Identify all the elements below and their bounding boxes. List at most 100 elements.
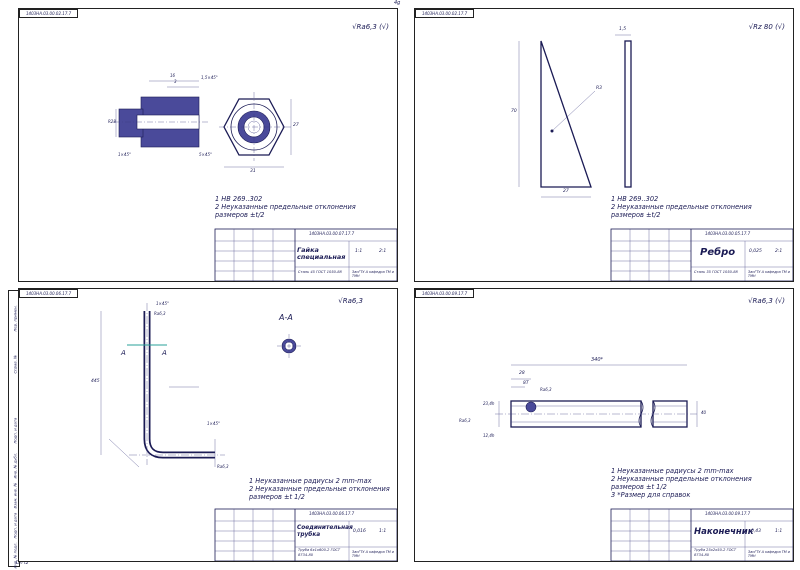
side-label: Пер. примен. — [12, 305, 18, 332]
title-block-name: Соединительная трубка — [297, 525, 353, 538]
title-block-mass: 0,025 — [749, 249, 762, 254]
tech-notes: 1 НВ 269..302 2 Неуказанные предельные о… — [215, 195, 356, 219]
tech-notes: 1 Неуказанные радиусы 2 mm-max 2 Неуказа… — [611, 467, 752, 499]
dim-label: 27 — [563, 189, 569, 194]
cut-mark: А — [121, 349, 126, 357]
roughness-value: Ra6,3 — [752, 297, 773, 305]
side-label: Подп. и дата — [12, 417, 18, 444]
note-line: размеров ±t/2 — [611, 211, 661, 219]
tip-drawing — [495, 364, 793, 561]
title-block — [610, 508, 793, 561]
dim-label: 3 — [174, 79, 177, 84]
tube-bent-view — [100, 303, 225, 468]
rib-thickness-view — [615, 34, 632, 188]
note-line: 2 Неуказанные предельные отклонения — [611, 203, 752, 211]
title-block-name: Ребро — [700, 247, 736, 258]
dim-label: R3 — [596, 86, 602, 91]
dim-label: Ra6,3 — [459, 418, 471, 423]
note-line: 1 НВ 269..302 — [611, 195, 659, 203]
side-label: Справ. № — [12, 355, 18, 374]
sheet-stamp-code: 1403НА.03.00.09.17.7 — [415, 289, 475, 298]
sheet-stamp-code: 1403НА.03.00.06.17.7 — [19, 289, 79, 298]
dim-label: 27 — [293, 123, 299, 128]
title-block-org: ЗапГТУ А кафедра ТМ и ТМН — [748, 270, 791, 278]
title-block-code: 1403НА.03.00.05.17.7 — [705, 231, 751, 236]
note-line: 1 Неуказанные радиусы 2 mm-max — [249, 477, 372, 485]
title-block-scale: 2:1 — [379, 249, 387, 254]
title-block — [214, 508, 397, 561]
drawing-sheet-tube: 1403НА.03.00.06.17.7 √Ra6,3 — [18, 288, 398, 562]
title-block-mass: 0,016 — [353, 529, 366, 534]
note-line: 1 НВ 269..302 — [215, 195, 263, 203]
title-block-scale: 2:1 — [775, 249, 783, 254]
tube-drawing — [100, 303, 397, 561]
rib-drawing — [518, 34, 793, 281]
title-block-org: ЗапГТУ А кафедра ТМ и ТМН — [748, 550, 791, 558]
note-line: 3 *Размер для справок — [611, 491, 691, 499]
roughness-value: Ra6,3 — [356, 23, 377, 31]
dim-label: R28 — [108, 119, 116, 124]
dim-label: 12,4h — [483, 433, 495, 438]
title-block — [610, 228, 793, 281]
note-line: размеров ±t 1/2 — [249, 493, 305, 501]
nut-drawing — [114, 80, 397, 281]
title-block-mass: 0,43 — [751, 529, 762, 534]
cut-mark: А — [162, 349, 167, 357]
title-block-code: 1403НА.03.00.06.17.7 — [309, 511, 355, 516]
title-block-material: Сталь 35 ГОСТ 1050-88 — [694, 270, 738, 274]
roughness-value: Rz 80 — [753, 23, 773, 31]
dim-label: 1×45° — [118, 152, 131, 157]
title-block-name: Наконечник — [694, 527, 754, 537]
tip-tube-view — [495, 364, 698, 428]
title-block-scale: 1:1 — [379, 529, 387, 534]
dim-label: 445 — [91, 379, 100, 384]
title-block-code: 1403НА.03.00.09.17.7 — [705, 511, 751, 516]
roughness-mark: √Rz 80 (√) — [748, 23, 785, 31]
dim-label: 28 — [519, 371, 525, 376]
title-block-code: 1403НА.03.00.07.17.7 — [309, 231, 355, 236]
bottom-left-mark: Drl t2 — [16, 561, 29, 566]
title-block-material: Сталь 45 ГОСТ 1050-88 — [298, 270, 342, 274]
title-block-org: ЗапГТУ А кафедра ТМ и ТМН — [352, 550, 395, 558]
dim-label: 40 — [701, 410, 707, 415]
dim-label: Ra6,3 — [540, 387, 552, 392]
dim-label: 1,5×45° — [201, 75, 218, 80]
dim-label: 5×45° — [199, 152, 212, 157]
drawing-sheet-rib: 1403НА.03.00.02.17.7 √Rz 80 (√) — [414, 8, 794, 282]
dim-label: 8Т — [523, 381, 529, 386]
drawing-sheet-tip: 1403НА.03.00.09.17.7 √Ra6,3 (√) — [414, 288, 794, 562]
roughness-mark: √Ra6,3 — [338, 297, 363, 305]
dim-label: 23,4h — [483, 401, 495, 406]
side-label: Инв. № подл. — [12, 542, 18, 569]
note-line: размеров ±t 1/2 — [611, 483, 667, 491]
title-block — [214, 228, 397, 281]
tech-notes: 1 НВ 269..302 2 Неуказанные предельные о… — [611, 195, 752, 219]
drawing-sheet-nut: 1403НА.03.00.02.17.7 √Ra6,3 (√) — [18, 8, 398, 282]
roughness-mark: √Ra6,3 (√) — [748, 297, 785, 305]
roughness-mark: √Ra6,3 (√) — [352, 23, 389, 31]
dim-label: 31 — [250, 169, 256, 174]
rib-profile — [518, 40, 596, 198]
note-line: 2 Неуказанные предельные отклонения — [249, 485, 390, 493]
note-line: 2 Неуказанные предельные отклонения — [215, 203, 356, 211]
note-line: 2 Неуказанные предельные отклонения — [611, 475, 752, 483]
dim-label: 1×45° — [207, 421, 220, 426]
dim-label: Ra6,3 — [154, 311, 166, 316]
dim-label: Ra6,3 — [217, 464, 229, 469]
sheet-stamp-code: 1403НА.03.00.02.17.7 — [19, 9, 79, 18]
dim-label: 16 — [170, 73, 176, 78]
title-block-material: Труба 25х2х50-2 ГОСТ 8734-80 — [694, 548, 737, 557]
dim-label: 340* — [591, 357, 604, 363]
title-block-mass: 1:1 — [355, 249, 363, 254]
tech-notes: 1 Неуказанные радиусы 2 mm-max 2 Неуказа… — [249, 477, 390, 501]
dim-label: 1,5 — [619, 27, 627, 32]
section-title: А-А — [279, 313, 293, 322]
sheet-stamp-code: 1403НА.03.00.02.17.7 — [415, 9, 475, 18]
note-line: 1 Неуказанные радиусы 2 mm-max — [611, 467, 734, 475]
title-block-org: ЗапГТУ А кафедра ТМ и ТМН — [352, 270, 395, 278]
title-block-scale: 1:1 — [775, 529, 783, 534]
title-block-material: Труба 6х1х600-2 ГОСТ 8734-80 — [298, 548, 341, 557]
nut-front-view — [219, 92, 292, 168]
dim-label: 70 — [511, 109, 517, 114]
section-view — [277, 334, 301, 358]
